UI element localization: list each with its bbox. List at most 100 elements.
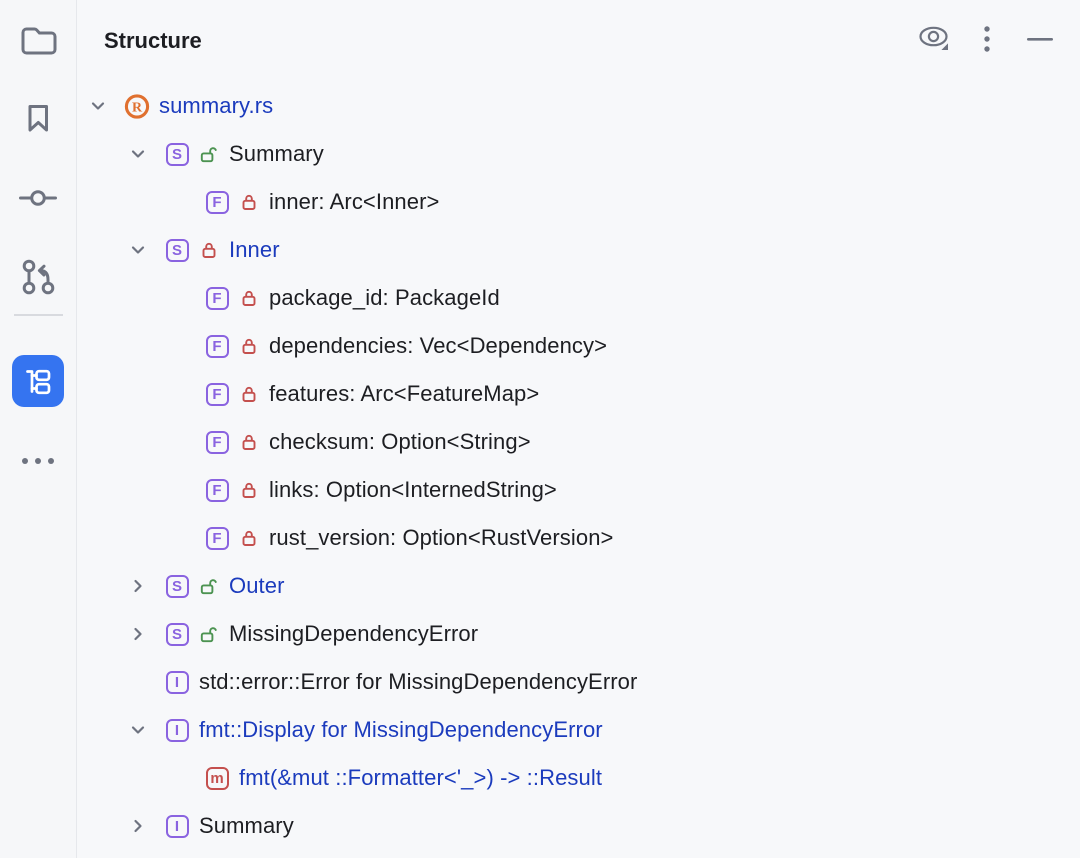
struct-icon: S xyxy=(164,573,190,599)
field-icon: F xyxy=(204,333,230,359)
chevron-down-icon[interactable] xyxy=(128,130,164,178)
chevron-spacer xyxy=(168,754,204,802)
chevron-right-icon[interactable] xyxy=(128,562,164,610)
impl-icon: I xyxy=(164,813,190,839)
tree-row[interactable]: m fmt(&mut ::Formatter<'_>) -> ::Result xyxy=(78,754,1080,802)
tree-item-label: package_id: PackageId xyxy=(269,285,500,310)
chevron-spacer xyxy=(168,322,204,370)
field-icon: F xyxy=(204,429,230,455)
struct-icon: S xyxy=(164,141,190,167)
tree-item-label: inner: Arc<Inner> xyxy=(269,189,440,214)
field-icon: F xyxy=(204,477,230,503)
tree-item-label: MissingDependencyError xyxy=(229,621,479,646)
activity-bar-item-structure[interactable] xyxy=(12,355,64,407)
activity-bar-divider xyxy=(14,314,63,316)
struct-icon: S xyxy=(164,621,190,647)
chevron-down-icon[interactable] xyxy=(88,82,124,130)
tree-item-label: Summary xyxy=(199,813,294,838)
tree-row[interactable]: I Summary xyxy=(78,802,1080,850)
tree-row[interactable]: S Summary xyxy=(78,130,1080,178)
kind-letter: F xyxy=(205,382,229,406)
tree-item-label: checksum: Option<String> xyxy=(269,429,531,454)
chevron-spacer xyxy=(128,658,164,706)
tree-item-label: std::error::Error for MissingDependencyE… xyxy=(199,669,638,694)
tree-row[interactable]: S MissingDependencyError xyxy=(78,610,1080,658)
activity-bar xyxy=(0,0,77,858)
view-options-button[interactable] xyxy=(916,23,954,59)
impl-icon: I xyxy=(164,669,190,695)
kind-letter: I xyxy=(165,718,189,742)
more-icon xyxy=(19,456,57,466)
chevron-spacer xyxy=(168,466,204,514)
chevron-down-icon[interactable] xyxy=(128,706,164,754)
chevron-spacer xyxy=(168,514,204,562)
activity-bar-item-commit[interactable] xyxy=(14,174,62,222)
chevron-down-icon[interactable] xyxy=(128,226,164,274)
kind-letter: F xyxy=(205,430,229,454)
tree-item-label: fmt(&mut ::Formatter<'_>) -> ::Result xyxy=(239,765,603,790)
impl-icon: I xyxy=(164,717,190,743)
commit-icon xyxy=(17,178,59,218)
method-icon: m xyxy=(204,765,230,791)
tree-row[interactable]: S Outer xyxy=(78,562,1080,610)
lock-closed-icon xyxy=(239,384,259,404)
hide-button[interactable] xyxy=(1021,23,1059,59)
tree-item-label: Summary xyxy=(229,141,324,166)
kebab-icon xyxy=(983,22,991,61)
field-icon: F xyxy=(204,525,230,551)
activity-bar-item-bookmarks[interactable] xyxy=(14,94,62,142)
kind-letter: I xyxy=(165,814,189,838)
chevron-spacer xyxy=(168,370,204,418)
kind-letter: F xyxy=(205,478,229,502)
tree-item-label: fmt::Display for MissingDependencyError xyxy=(199,717,603,742)
activity-bar-item-pull-requests[interactable] xyxy=(14,253,62,301)
lock-closed-icon xyxy=(239,288,259,308)
lock-open-icon xyxy=(199,576,219,596)
structure-icon xyxy=(21,364,55,398)
kind-letter: F xyxy=(205,190,229,214)
chevron-spacer xyxy=(168,178,204,226)
kind-letter: m xyxy=(205,766,229,790)
kind-letter: F xyxy=(205,334,229,358)
activity-bar-item-more[interactable] xyxy=(14,437,62,485)
chevron-right-icon[interactable] xyxy=(128,802,164,850)
options-menu-button[interactable] xyxy=(968,23,1006,59)
lock-closed-icon xyxy=(239,480,259,500)
kind-letter: F xyxy=(205,526,229,550)
struct-icon: S xyxy=(164,237,190,263)
kind-letter: S xyxy=(165,238,189,262)
kind-letter: F xyxy=(205,286,229,310)
svg-text:R: R xyxy=(132,100,143,115)
minimize-icon xyxy=(1026,22,1054,61)
tree-item-label: dependencies: Vec<Dependency> xyxy=(269,333,608,358)
chevron-spacer xyxy=(168,418,204,466)
kind-letter: I xyxy=(165,670,189,694)
tree-item-label: Outer xyxy=(229,573,285,598)
chevron-right-icon[interactable] xyxy=(128,610,164,658)
tree-item-label: links: Option<InternedString> xyxy=(269,477,557,502)
kind-letter: S xyxy=(165,142,189,166)
tree-item-label: rust_version: Option<RustVersion> xyxy=(269,525,614,550)
bookmark-icon xyxy=(18,98,58,138)
lock-closed-icon xyxy=(199,240,219,260)
field-icon: F xyxy=(204,285,230,311)
lock-closed-icon xyxy=(239,192,259,212)
tree-item-label: features: Arc<FeatureMap> xyxy=(269,381,540,406)
field-icon: F xyxy=(204,381,230,407)
chevron-spacer xyxy=(168,274,204,322)
activity-bar-item-project[interactable] xyxy=(14,16,62,64)
lock-open-icon xyxy=(199,144,219,164)
lock-closed-icon xyxy=(239,336,259,356)
